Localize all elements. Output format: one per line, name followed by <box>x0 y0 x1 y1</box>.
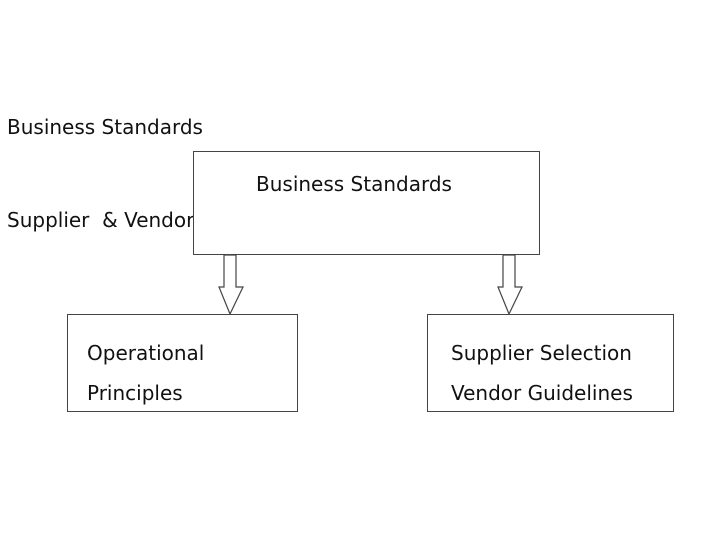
slide-title-line1: Business Standards <box>7 115 203 139</box>
business-standards-box: Business Standards <box>193 151 540 255</box>
operational-principles-line1: Operational <box>87 341 205 365</box>
operational-principles-box: Operational Principles <box>67 314 298 412</box>
supplier-vendor-line2: Vendor Guidelines <box>451 381 633 405</box>
business-standards-label: Business Standards <box>256 172 452 196</box>
right-down-arrow-icon <box>497 254 523 316</box>
left-down-arrow-icon <box>218 254 244 316</box>
supplier-vendor-line1: Supplier Selection <box>451 341 632 365</box>
operational-principles-line2: Principles <box>87 381 183 405</box>
supplier-vendor-box: Supplier Selection Vendor Guidelines <box>427 314 674 412</box>
